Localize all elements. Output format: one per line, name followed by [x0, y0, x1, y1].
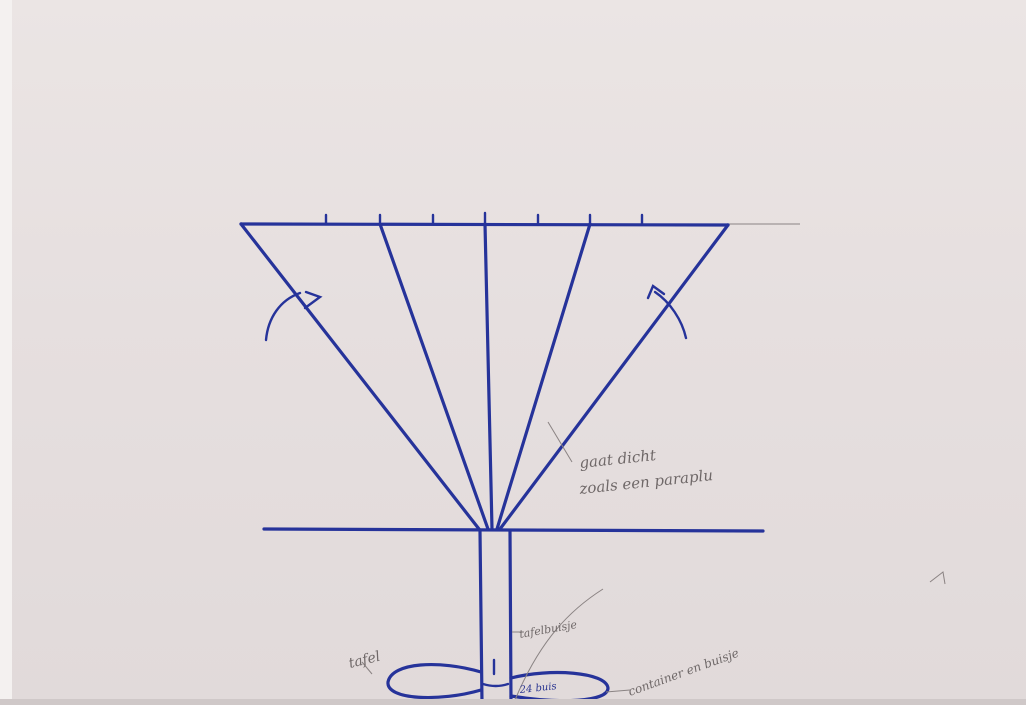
table-top-line — [264, 529, 763, 531]
fold-arrow-left-curve — [266, 293, 300, 340]
container-base — [388, 665, 608, 701]
container-left-lobe — [388, 665, 481, 698]
stray-mark — [930, 572, 945, 584]
label-tube-bottom: 24 buis — [518, 681, 557, 696]
top-bar-ticks — [326, 213, 642, 224]
leader-container — [606, 690, 630, 692]
label-container: container en buisje — [626, 646, 740, 699]
label-table: tafel — [347, 649, 382, 672]
rib-right-inner — [497, 224, 590, 529]
label-tube: tafelbuisje — [518, 618, 578, 641]
center-tube — [480, 531, 511, 703]
leader-canopy — [548, 422, 572, 462]
rib-center — [485, 224, 492, 529]
label-closes-line1: gaat dicht — [579, 446, 658, 472]
rib-left-outer — [241, 224, 479, 529]
rib-left-inner — [380, 224, 488, 529]
tube-bottom-curve — [483, 684, 508, 686]
label-closes-line2: zoals een paraplu — [578, 466, 714, 498]
paper-bottom-shadow — [0, 699, 1026, 705]
fold-arrow-left-head — [305, 292, 320, 308]
tube-left-wall — [480, 531, 482, 703]
fold-arrow-right — [648, 286, 686, 338]
